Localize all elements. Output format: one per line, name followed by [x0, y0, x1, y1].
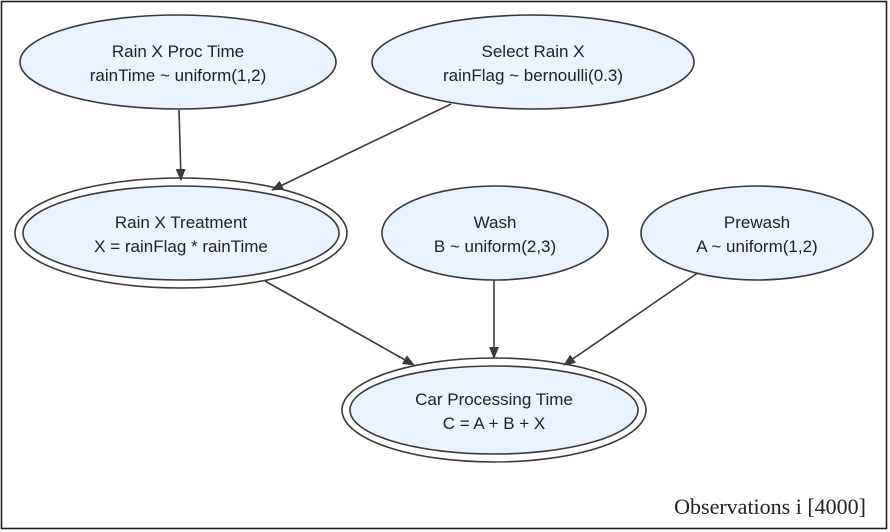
node-formula: rainFlag ~ bernoulli(0.3)	[443, 66, 623, 85]
node-shape	[371, 14, 695, 110]
node-title: Prewash	[724, 213, 790, 232]
node-car-processing-time: Car Processing Time C = A + B + X	[341, 357, 647, 463]
edge-rain-proc-time-to-rain-treatment	[175, 109, 186, 181]
node-formula: B ~ uniform(2,3)	[434, 237, 556, 256]
node-rain-treatment: Rain X Treatment X = rainFlag * rainTime	[14, 177, 348, 289]
node-shape	[19, 14, 337, 110]
node-outer-ring	[341, 357, 647, 463]
node-formula: C = A + B + X	[443, 414, 546, 433]
node-wash: Wash B ~ uniform(2,3)	[381, 185, 609, 281]
node-title: Car Processing Time	[415, 390, 573, 409]
edge-rain-treatment-to-car-processing-time	[264, 280, 415, 366]
node-shape	[381, 185, 609, 281]
edges	[175, 103, 700, 366]
node-title: Wash	[474, 213, 517, 232]
node-title: Rain X Proc Time	[112, 42, 244, 61]
node-select-rain-x: Select Rain X rainFlag ~ bernoulli(0.3)	[371, 14, 695, 110]
edge-select-rain-x-to-rain-treatment	[271, 103, 452, 191]
node-formula: A ~ uniform(1,2)	[696, 237, 817, 256]
node-title: Select Rain X	[482, 42, 585, 61]
node-rain-proc-time: Rain X Proc Time rainTime ~ uniform(1,2)	[19, 14, 337, 110]
node-shape	[349, 365, 639, 455]
plate-label: Observations i [4000]	[674, 494, 866, 519]
node-formula: X = rainFlag * rainTime	[94, 237, 268, 256]
node-outer-ring	[14, 177, 348, 289]
node-prewash: Prewash A ~ uniform(1,2)	[640, 185, 874, 281]
node-title: Rain X Treatment	[115, 213, 248, 232]
edge-prewash-to-car-processing-time	[563, 271, 700, 366]
node-shape	[640, 185, 874, 281]
node-shape	[22, 185, 340, 281]
node-formula: rainTime ~ uniform(1,2)	[90, 66, 267, 85]
